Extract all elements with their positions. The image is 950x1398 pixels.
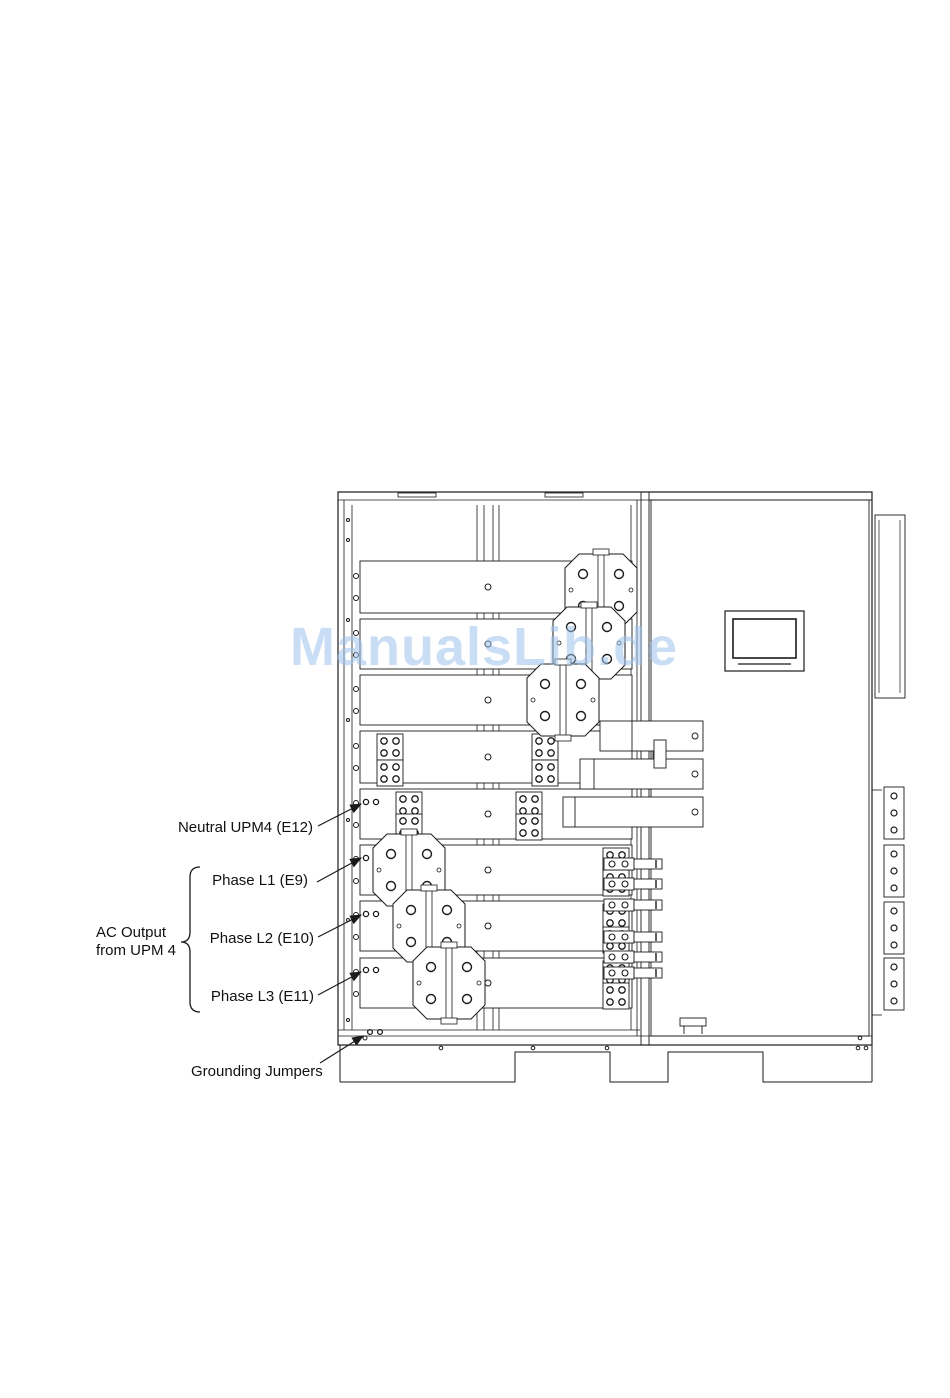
phase-l1-label: Phase L1 (E9) [212,872,308,890]
neutral-upm4-label: Neutral UPM4 (E12) [178,819,313,837]
leader-arrows [317,804,363,1063]
ac-output-brace [181,867,200,1012]
ac-output-label-line2: from UPM 4 [96,942,176,960]
watermark: ManualsLib.de [290,616,678,678]
base-bolts [363,1036,868,1050]
side-panel [872,515,905,1015]
phase-l2-label: Phase L2 (E10) [210,930,314,948]
grounding-jumpers-label: Grounding Jumpers [191,1063,323,1081]
ac-output-label-line1: AC Output [96,924,166,942]
post-bolts [347,519,359,1022]
phase-l3-label: Phase L3 (E11) [211,988,314,1006]
display-panel [725,611,804,671]
